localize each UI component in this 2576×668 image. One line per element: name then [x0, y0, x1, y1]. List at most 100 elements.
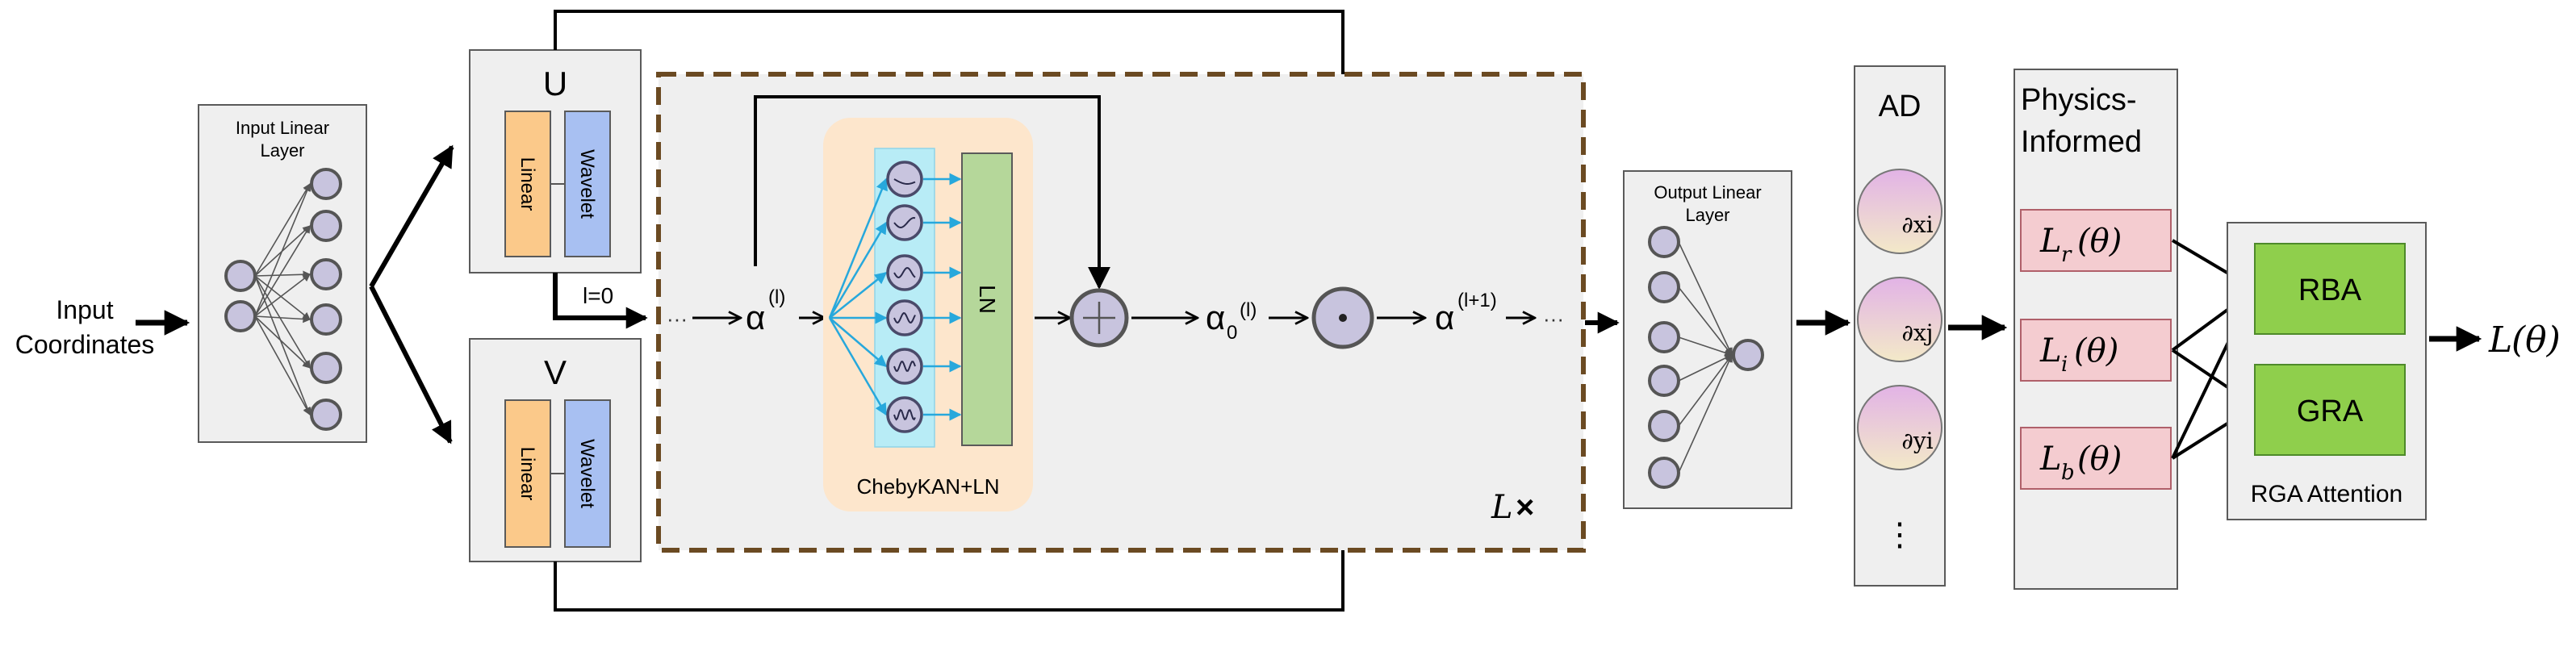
output-net-edge — [1678, 286, 1733, 356]
kan-basis-node — [886, 204, 923, 241]
alpha0-label: α 0 (l) — [1206, 299, 1257, 344]
kan-basis-wave — [893, 408, 916, 421]
output-net-edge — [1678, 241, 1733, 356]
rba-label: RBA — [2298, 273, 2362, 307]
kan-basis-node — [886, 254, 923, 291]
output-net-node — [1648, 457, 1680, 489]
input-net-node — [310, 258, 342, 290]
residual-skip-line — [754, 95, 1110, 290]
output-net-node — [1648, 321, 1680, 353]
ad-item-0 — [1857, 169, 1942, 254]
physics-informed-block: Physics- Informed L r (θ) L i (θ) L b (θ… — [2014, 69, 2178, 590]
input-net-edge — [254, 275, 311, 320]
kan-input-edge — [829, 317, 888, 367]
gra-label: GRA — [2297, 395, 2364, 428]
alpha0-sub: 0 — [1227, 322, 1237, 344]
multiplication-dot — [1339, 314, 1347, 322]
kan-input-edge — [828, 177, 888, 319]
kan-basis-node — [886, 161, 923, 198]
kan-basis-node — [886, 396, 923, 433]
alpha-next-sup: (l+1) — [1457, 290, 1497, 311]
input-net-node — [310, 210, 342, 242]
repeat-count-label: L × — [1491, 489, 1534, 526]
input-net-edge — [254, 315, 311, 324]
multiplication-node — [1311, 286, 1374, 349]
chebykan-ln-block: LN ChebyKAN+LN — [823, 118, 1033, 511]
output-net-node — [1648, 226, 1680, 258]
kan-input-edge — [829, 272, 888, 319]
u-wavelet-block — [564, 111, 611, 257]
output-net-node — [1648, 365, 1680, 397]
input-net-node — [310, 168, 342, 200]
loss-residual-base: L — [2039, 223, 2062, 260]
output-net-edge — [1678, 354, 1733, 382]
v-wavelet-block — [564, 399, 611, 548]
loss-boundary-base: L — [2039, 440, 2062, 478]
kan-basis-wave — [893, 267, 916, 279]
input-net-node — [224, 300, 257, 332]
input-net-node — [310, 303, 342, 336]
kan-basis-wave — [893, 216, 916, 229]
input-net-node — [224, 260, 257, 292]
input-net-edge — [254, 315, 311, 369]
loop-entry-dots: ··· — [667, 307, 688, 331]
loss-boundary-sub: b — [2061, 461, 2075, 485]
physics-title-line2: Informed — [2021, 125, 2142, 159]
input-line2: Coordinates — [15, 330, 155, 359]
chebykan-output-arrows — [923, 173, 962, 421]
ln-label: LN — [975, 285, 1000, 314]
input-net-node — [310, 352, 342, 384]
loss-boundary — [2020, 427, 2172, 490]
kan-basis-node — [886, 299, 923, 336]
input-line1: Input — [56, 295, 113, 324]
alpha0-base: α — [1206, 299, 1225, 336]
output-linear-title-line1: Output Linear — [1654, 182, 1761, 202]
output-linear-title-line2: Layer — [1685, 205, 1729, 225]
chebykan-basis-nodes — [886, 161, 923, 433]
ad-item-2-label: ∂yi — [1901, 428, 1933, 454]
alpha-next-label: α (l+1) — [1435, 290, 1497, 336]
kan-input-edge — [828, 221, 888, 319]
loss-residual-sub: r — [2061, 243, 2072, 267]
loop-exit-dots: ··· — [1543, 307, 1564, 331]
output-net-edge — [1678, 336, 1733, 357]
loss-residual — [2020, 209, 2172, 272]
loss-residual-arg: (θ) — [2077, 223, 2122, 260]
input-net-node — [310, 399, 342, 431]
repeat-times: × — [1516, 490, 1534, 525]
final-loss-arg: (θ) — [2511, 319, 2561, 361]
chebykan-input-arrows — [828, 177, 888, 416]
loss-initial-base: L — [2039, 332, 2062, 369]
init-arrow — [553, 273, 648, 329]
v-branch-panel — [469, 338, 642, 562]
arrow-to-u-branch — [369, 144, 454, 288]
ad-more: ⋮ — [1884, 516, 1916, 553]
loss-initial-arg: (θ) — [2074, 332, 2118, 369]
kan-basis-wave — [893, 361, 916, 372]
output-net-edge — [1678, 354, 1733, 474]
input-net-edge — [254, 275, 311, 369]
input-net-edge — [254, 183, 311, 277]
input-linear-layer: Input Linear Layer — [198, 104, 367, 443]
alpha0-sup: (l) — [1240, 299, 1257, 321]
alpha-l-base: α — [746, 299, 765, 336]
v-linear-label: Linear — [516, 447, 538, 501]
loss-initial-sub: i — [2061, 353, 2068, 377]
input-net-edge — [254, 273, 311, 317]
ln-block — [961, 152, 1013, 446]
u-linear-label: Linear — [516, 157, 538, 211]
alpha-next-base: α — [1435, 299, 1454, 336]
v-wavelet-label: Wavelet — [576, 439, 598, 508]
kan-basis-wave — [893, 178, 916, 185]
ad-item-0-label: ∂xi — [1901, 211, 1933, 238]
kan-basis-wave — [893, 312, 916, 324]
u-branch: U Linear Wavelet — [469, 49, 642, 273]
ad-item-1 — [1857, 277, 1942, 362]
repeat-l: L — [1491, 489, 1513, 526]
physics-title-line1: Physics- — [2021, 83, 2137, 117]
input-net-edge — [254, 270, 311, 279]
v-branch-label: V — [544, 353, 567, 391]
output-net-node — [1732, 339, 1764, 371]
input-coordinates-label: Input Coordinates — [15, 295, 155, 359]
